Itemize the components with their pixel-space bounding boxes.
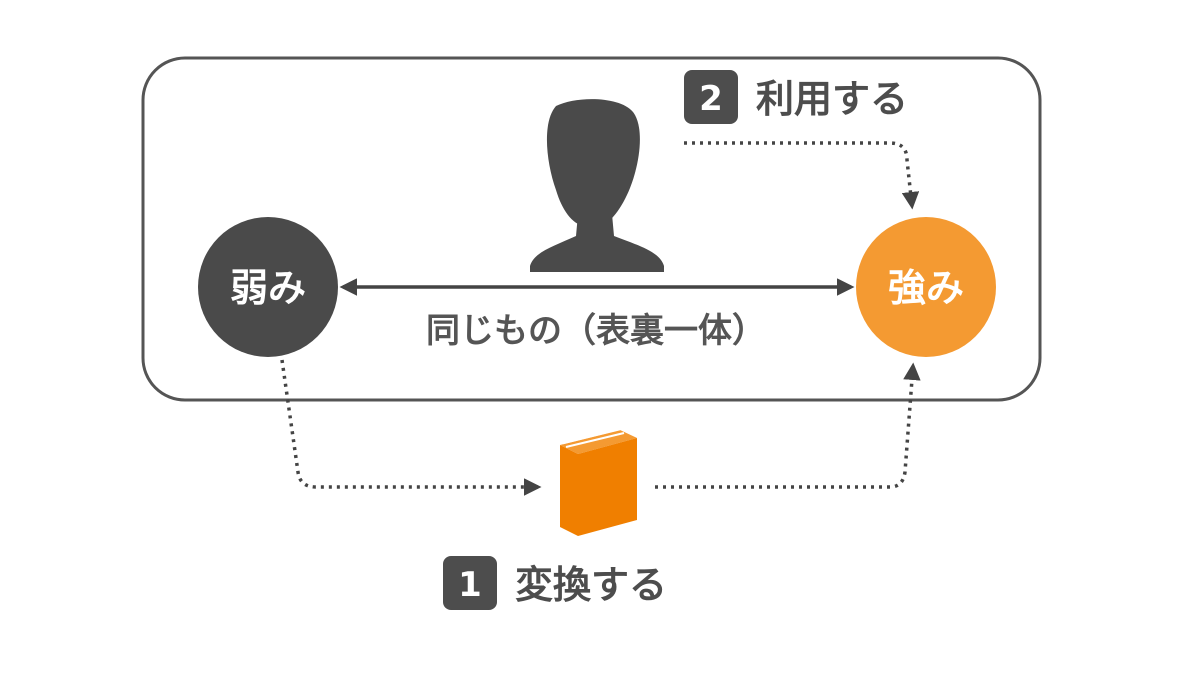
- book-icon: [560, 427, 637, 536]
- strength-node: 強み: [856, 217, 996, 357]
- equivalence-label: 同じもの（表裏一体）: [426, 311, 766, 351]
- strength-label: 強み: [888, 266, 964, 310]
- step-1-label: 変換する: [515, 563, 667, 607]
- convert-arrow-in: [280, 359, 542, 496]
- step-2-number: 2: [699, 79, 723, 119]
- step-1: 1 変換する: [443, 556, 667, 610]
- context-frame: [141, 56, 1042, 402]
- weakness-node: 弱み: [198, 217, 338, 357]
- convert-arrow-out: [655, 362, 921, 489]
- weakness-label: 弱み: [230, 266, 306, 310]
- strength-circle: [856, 217, 996, 357]
- step-1-number: 1: [458, 565, 482, 605]
- step-1-badge: [443, 556, 497, 610]
- person-silhouette-icon: [530, 99, 664, 272]
- use-arrow: [684, 141, 920, 210]
- weakness-circle: [198, 217, 338, 357]
- step-2-label: 利用する: [756, 77, 908, 121]
- step-2: 2 利用する: [684, 70, 908, 124]
- step-2-badge: [684, 70, 738, 124]
